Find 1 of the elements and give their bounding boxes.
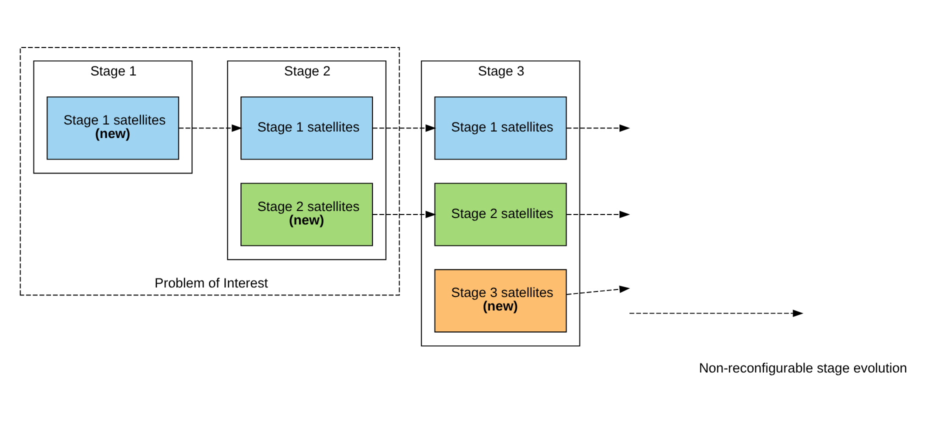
legend-label: Non-reconfigurable stage evolution	[698, 360, 908, 376]
